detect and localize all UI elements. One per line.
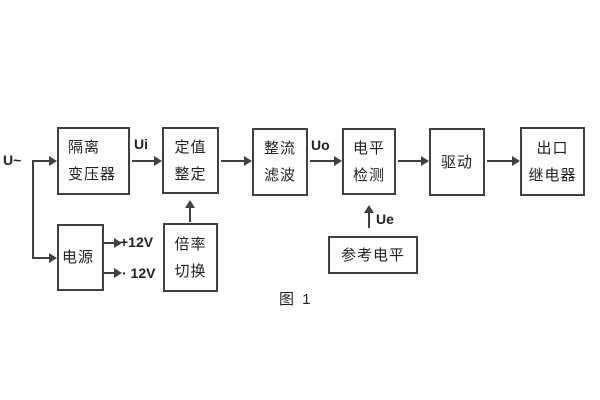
block-label: 隔离	[68, 139, 101, 156]
block-reference-level: 参考电平	[328, 236, 418, 274]
arrowhead-right-icon	[114, 268, 122, 278]
block-label: 出口	[536, 139, 569, 157]
arrowhead-right-icon	[334, 156, 342, 166]
arrowhead-right-icon	[512, 156, 520, 166]
block-drive: 驱动	[429, 128, 485, 196]
connector-drive-to-relay-line	[487, 160, 512, 162]
connector-minus12v-line	[104, 272, 115, 274]
connector-plus12v-line	[104, 242, 115, 244]
block-label: 驱动	[440, 153, 473, 171]
arrowhead-right-icon	[421, 156, 429, 166]
arrowhead-right-icon	[154, 156, 162, 166]
block-label: 电源	[62, 249, 95, 266]
block-label: 继电器	[528, 166, 577, 184]
block-rectify-filter: 整流 滤波	[252, 128, 308, 196]
block-label: 切换	[174, 262, 207, 280]
block-label: 参考电平	[340, 246, 405, 264]
connector-setting-to-filter-line	[221, 160, 244, 162]
block-value-setting: 定值 整定	[162, 127, 219, 194]
block-label: 变压器	[68, 166, 117, 183]
block-label: 检测	[352, 166, 385, 184]
block-isolation-transformer: 隔离 变压器	[57, 127, 130, 195]
block-label: 定值	[174, 138, 207, 156]
connector-u-input-line	[33, 160, 50, 162]
connector-ue-up-line	[368, 212, 370, 228]
connector-ratio-up-line	[189, 207, 191, 222]
block-label: 滤波	[263, 167, 296, 184]
connector-ui-line	[132, 160, 155, 162]
connector-detect-to-drive-line	[398, 160, 421, 162]
block-label: 倍率	[174, 235, 207, 253]
label-uo: Uo	[311, 137, 330, 153]
label-minus-12v: · 12V	[122, 265, 156, 281]
arrowhead-right-icon	[114, 238, 122, 248]
figure-caption: 图 1	[279, 291, 313, 308]
arrowhead-up-icon	[185, 200, 195, 208]
block-power-supply: 电源	[57, 224, 104, 291]
block-label: 整定	[174, 165, 207, 183]
block-label: 整流	[263, 140, 296, 157]
label-ui: Ui	[134, 136, 148, 152]
label-plus-12v: +12V	[120, 234, 154, 250]
arrowhead-right-icon	[49, 253, 57, 263]
arrowhead-up-icon	[364, 205, 374, 213]
connector-u-branch-line	[32, 160, 34, 259]
label-ue: Ue	[376, 211, 394, 227]
arrowhead-right-icon	[244, 156, 252, 166]
label-u-input: U~	[3, 152, 22, 168]
block-ratio-switch: 倍率 切换	[163, 223, 218, 292]
arrowhead-right-icon	[49, 156, 57, 166]
block-level-detect: 电平 检测	[342, 128, 396, 195]
block-label: 电平	[352, 139, 385, 157]
block-output-relay: 出口 继电器	[520, 127, 585, 196]
connector-uo-line	[310, 160, 334, 162]
connector-power-input-line	[32, 257, 50, 259]
